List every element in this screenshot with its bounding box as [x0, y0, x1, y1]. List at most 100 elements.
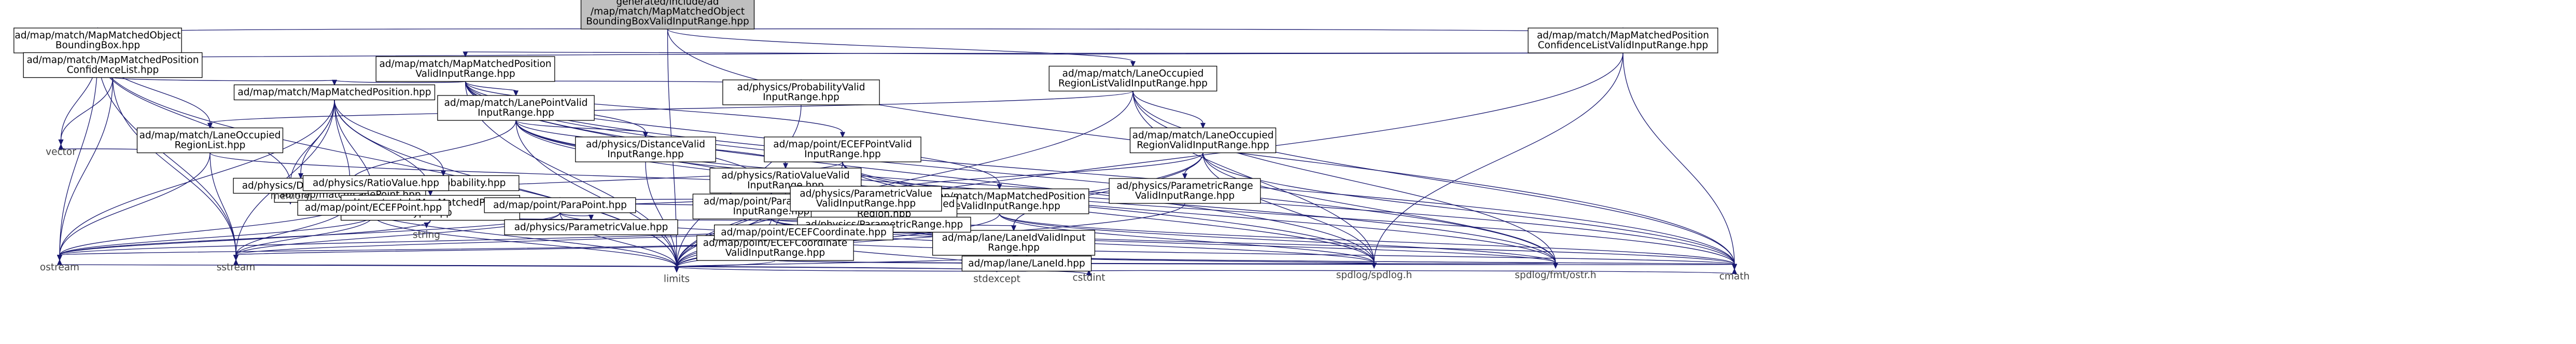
node-label-line: generated/include/ad [616, 0, 719, 7]
node-box [580, 0, 755, 30]
edge-root-to-posconfvalid [667, 27, 1626, 33]
node-box [1048, 65, 1217, 92]
node-label-line: vector [46, 147, 76, 158]
node-box [504, 219, 678, 236]
node-label-line: ad/map/point/ECEFCoordinate [703, 238, 847, 249]
edge-laneidvalid-to-cmath [1013, 255, 1738, 270]
node-parapoint[interactable]: ad/map/point/ParaPoint.hpp [484, 197, 636, 213]
node-box [233, 84, 436, 101]
node-vector: vector [46, 147, 76, 158]
edge-posvalid-to-ecefpointvalid [465, 81, 846, 138]
node-label-line: ad/map/match/MapMatchedPosition [379, 59, 551, 70]
node-box [302, 175, 450, 191]
edge-root-to-laneoccregionlistvalid [667, 29, 1136, 67]
node-label-line: ostream [40, 262, 79, 273]
edge-posvalid-to-mmpos [331, 79, 466, 86]
edge-laneoccregionvalid-to-spdlog [1202, 153, 1377, 269]
node-label-line: ConfidenceListValidInputRange.hpp [1538, 40, 1709, 51]
node-box [932, 230, 1096, 256]
node-label-line: ad/map/match/LaneOccupied [139, 130, 281, 141]
node-label-line: ad/map/point/ECEFPoint.hpp [305, 202, 442, 213]
node-box [790, 186, 942, 212]
node-ratiovalue[interactable]: ad/physics/RatioValue.hpp [302, 175, 450, 191]
node-lanepointvalid[interactable]: ad/map/match/LanePointValidInputRange.hp… [437, 95, 595, 121]
node-label-line: ad/map/match/MapMatchedPosition.hpp [237, 87, 431, 98]
node-posvalid[interactable]: ad/map/match/MapMatchedPositionValidInpu… [375, 56, 555, 82]
edge-parapoint-to-paramvalue [559, 212, 594, 221]
node-label-line: ad/map/point/ParaPoint.hpp [493, 200, 627, 211]
node-label-line: InputRange.hpp [804, 149, 881, 160]
node-box [764, 136, 921, 162]
edge-lanepointvalid-to-distvalid [515, 120, 649, 138]
edge-mmtypevalid-to-cmath [999, 213, 1738, 270]
node-paramvalvalid[interactable]: ad/physics/ParametricValueValidInputRang… [790, 186, 942, 212]
edge-laneoccregionlist-to-sstream [209, 153, 239, 261]
edge-mmpos-to-probability [334, 100, 446, 177]
node-box [23, 52, 203, 78]
node-box [437, 95, 595, 121]
node-label-line: ad/physics/ProbabilityValid [737, 82, 865, 93]
node-label-line: ad/map/point/ECEFPointValid [773, 139, 912, 150]
node-sstream: sstream [217, 262, 255, 273]
node-label-line: RegionList.hpp [175, 140, 246, 151]
node-posconflist[interactable]: ad/map/match/MapMatchedPositionConfidenc… [23, 52, 203, 78]
node-posconfvalid[interactable]: ad/map/match/MapMatchedPositionConfidenc… [1528, 27, 1718, 53]
node-box [961, 255, 1092, 272]
node-ecefpoint[interactable]: ad/map/point/ECEFPoint.hpp [297, 200, 450, 216]
node-box [375, 56, 555, 82]
node-label-line: RegionValidInputRange.hpp [1137, 140, 1269, 151]
edge-mmtypevalid-to-spdlog [999, 213, 1377, 269]
node-label-line: BoundingBox.hpp [55, 40, 140, 51]
node-label-line: ad/physics/DistanceValid [586, 139, 705, 150]
edge-posconfvalid-to-cmath [1622, 52, 1738, 270]
node-box [1109, 178, 1261, 204]
node-limits: limits [664, 274, 690, 285]
node-mmpos[interactable]: ad/map/match/MapMatchedPosition.hpp [233, 84, 436, 101]
edge-posvalid-to-lanepointvalid [465, 81, 519, 97]
node-label-line: ad/physics/ParametricRange [1116, 181, 1253, 191]
node-label-line: ad/map/point/ECEFCoordinate.hpp [721, 227, 887, 238]
node-label-line: TypeValidInputRange.hpp [938, 201, 1060, 212]
node-label-line: ValidInputRange.hpp [725, 247, 825, 258]
node-label-line: ad/physics/RatioValueValid [721, 170, 849, 181]
node-ecefpointvalid[interactable]: ad/map/point/ECEFPointValidInputRange.hp… [764, 136, 921, 162]
node-label-line: /map/match/MapMatchedObject [591, 6, 745, 17]
edge-laneoccregionlistvalid-to-laneoccregionvalid [1132, 91, 1206, 129]
node-label-line: ad/map/lane/LaneIdValidInput [942, 232, 1086, 243]
node-laneid[interactable]: ad/map/lane/LaneId.hpp [961, 255, 1092, 272]
node-paramvalue[interactable]: ad/physics/ParametricValue.hpp [504, 219, 678, 236]
edge-laneoccregionlist-to-ostream [57, 153, 211, 261]
node-label-line: RegionListValidInputRange.hpp [1058, 78, 1208, 89]
node-label-line: limits [664, 274, 690, 285]
node-laneoccregionvalid[interactable]: ad/map/match/LaneOccupiedRegionValidInpu… [1129, 127, 1277, 154]
edge-ecefpoint-to-sstream [233, 215, 374, 261]
node-label-line: ad/map/match/MapMatchedPosition [1537, 30, 1709, 41]
node-label-line: ad/map/match/MapMatchedObject [15, 30, 180, 41]
node-label-line: BoundingBoxValidInputRange.hpp [586, 16, 749, 27]
node-label-line: ValidInputRange.hpp [415, 68, 515, 79]
edge-laneoccregionlistvalid-to-laneoccregionlist [207, 90, 1133, 129]
node-label-line: stdexcept [973, 274, 1020, 285]
node-memory: memory [270, 191, 310, 202]
node-laneoccregionlistvalid[interactable]: ad/map/match/LaneOccupiedRegionListValid… [1048, 65, 1217, 92]
edge-posconflist-to-ostream [57, 77, 114, 261]
node-label-line: spdlog/fmt/ostr.h [1515, 270, 1596, 281]
node-spdlog: spdlog/spdlog.h [1336, 270, 1412, 281]
node-string: string [413, 230, 440, 241]
node-box [714, 224, 893, 241]
node-label-line: Range.hpp [988, 242, 1040, 253]
edge-posconflist-to-sstream [112, 77, 239, 261]
node-probvalid[interactable]: ad/physics/ProbabilityValidInputRange.hp… [722, 79, 880, 105]
node-label-line: sstream [217, 262, 255, 273]
node-box [1129, 127, 1277, 154]
node-bbox[interactable]: ad/map/match/MapMatchedObjectBoundingBox… [13, 27, 182, 53]
node-ecefcoord[interactable]: ad/map/point/ECEFCoordinate.hpp [714, 224, 893, 241]
edge-laneoccregionvalid-to-cmath [1202, 153, 1738, 270]
node-box [297, 200, 450, 216]
node-box [575, 136, 716, 162]
node-paramrangevalid[interactable]: ad/physics/ParametricRangeValidInputRang… [1109, 178, 1261, 204]
node-label-line: cmath [1719, 271, 1750, 282]
